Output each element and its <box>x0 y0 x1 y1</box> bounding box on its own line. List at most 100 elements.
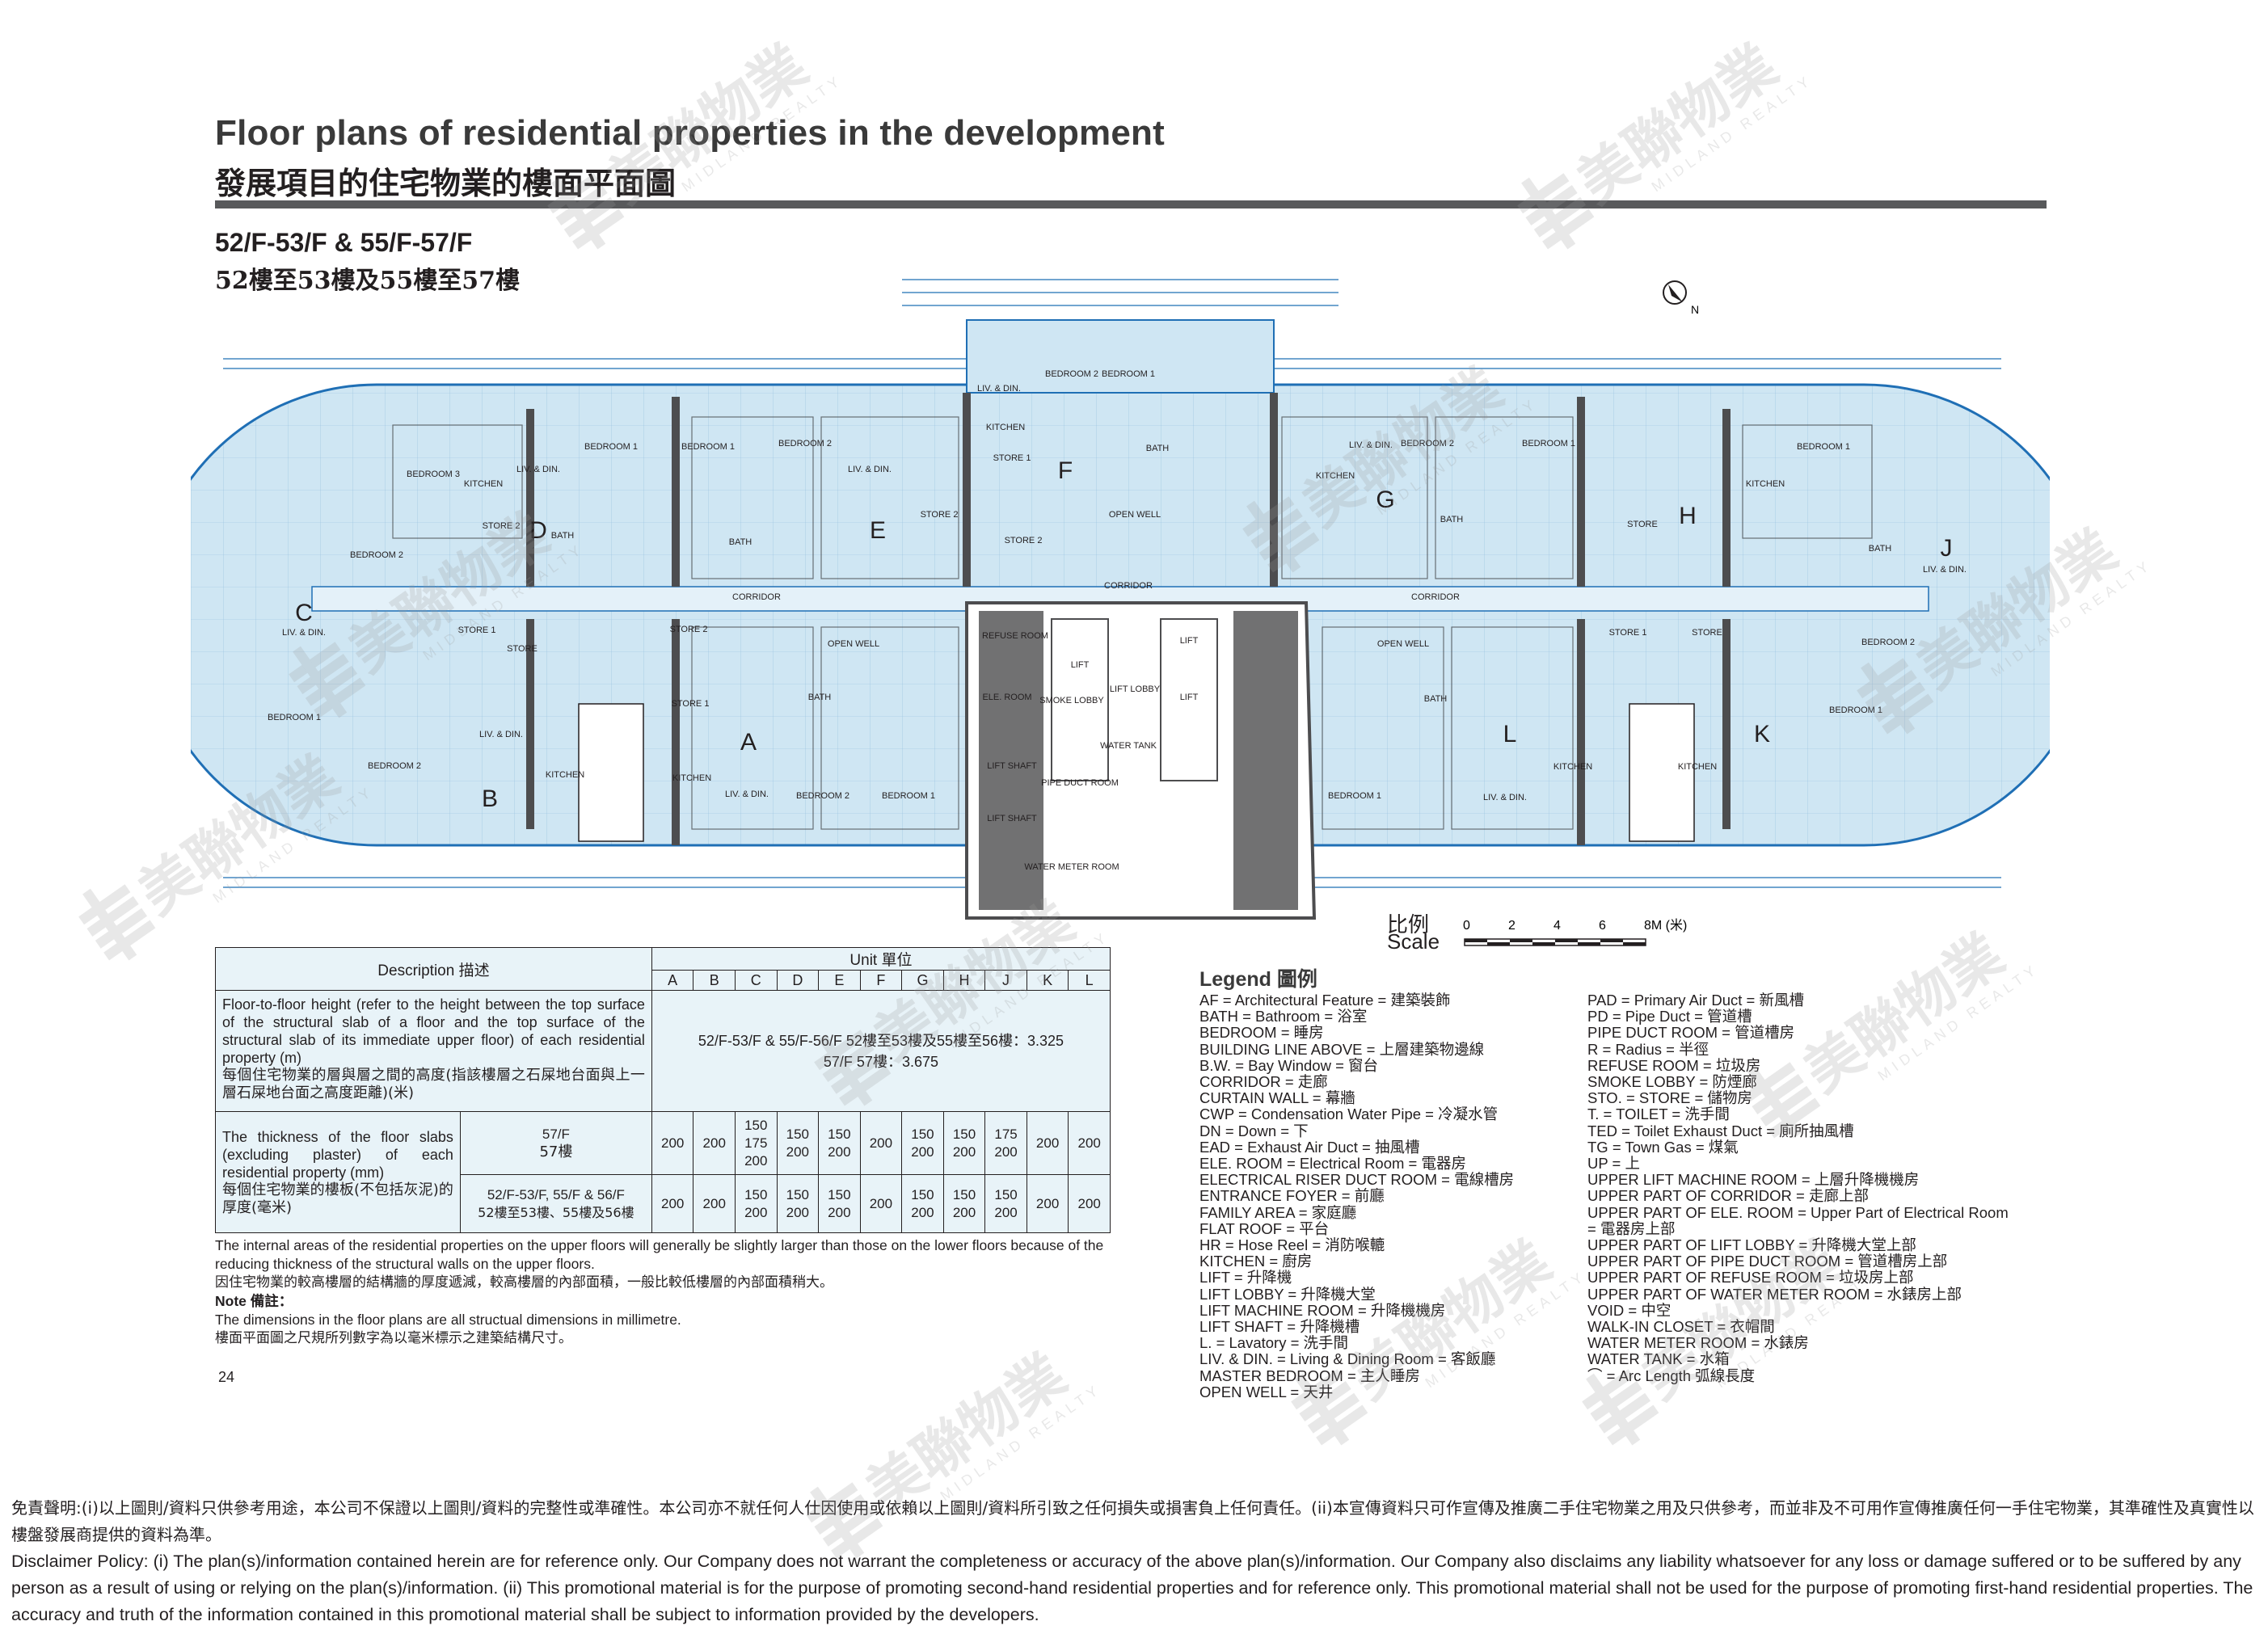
table-value-cell: 200 <box>693 1111 736 1175</box>
room-kitchen-label: KITCHEN <box>1746 479 1785 489</box>
legend-item: STO. = STORE = 儲物房 <box>1587 1089 1752 1107</box>
unit-label-j: J <box>1941 535 1953 562</box>
room-bedroom-label: BEDROOM 2 <box>1401 439 1454 449</box>
table-value-cell: 200 <box>859 1174 903 1233</box>
room-store-label: STORE 2 <box>483 521 521 531</box>
floor-range-chinese: 52樓至53樓及55樓至57樓 <box>215 267 520 295</box>
unit-label-a: A <box>740 729 757 756</box>
legend-item: L. = Lavatory = 洗手間 <box>1199 1334 1349 1352</box>
legend-item: UPPER PART OF LIFT LOBBY = 升降機大堂上部 <box>1587 1236 1916 1254</box>
legend-item: PD = Pipe Duct = 管道槽 <box>1587 1008 1752 1025</box>
table-label-floor-height: Floor-to-floor height (refer to the heig… <box>215 990 652 1112</box>
room-bedroom-label: BEDROOM 2 <box>778 439 832 449</box>
page-number: 24 <box>218 1369 235 1385</box>
room-open-well-label: OPEN WELL <box>828 639 879 649</box>
table-label-slab-thickness: The thickness of the floor slabs (exclud… <box>215 1111 461 1233</box>
room-open-well-label: OPEN WELL <box>1377 639 1429 649</box>
note-dimensions-zh: 樓面平面圖之尺規所列數字為以毫米標示之建築結構尺寸。 <box>215 1330 572 1346</box>
table-cell-floor-height: 52/F-53/F & 55/F-56/F 52樓至53樓及55樓至56樓：3.… <box>651 990 1111 1112</box>
table-value-cell: 200 <box>859 1111 903 1175</box>
unit-label-h: H <box>1679 503 1697 529</box>
floor-height-value-upper: 57/F 57樓：3.675 <box>823 1053 938 1070</box>
room-smoke-lobby-label: SMOKE LOBBY <box>1039 696 1104 705</box>
room-bedroom-label: BEDROOM 2 <box>1861 638 1915 647</box>
table-value-cell: 200 <box>1068 1111 1111 1175</box>
room-store-label: STORE 2 <box>921 510 959 520</box>
room-bedroom-label: BEDROOM 2 <box>796 791 849 801</box>
legend-item: LIFT SHAFT = 升降機槽 <box>1199 1318 1360 1336</box>
table-unit-cell: J <box>984 970 1027 991</box>
legend-item: MASTER BEDROOM = 主人睡房 <box>1199 1367 1420 1384</box>
unit-label-g: G <box>1376 486 1394 513</box>
disclaimer: 免責聲明:(i)以上圖則/資料只供參考用途，本公司不保證以上圖則/資料的完整性或… <box>11 1495 2258 1628</box>
scale-label-chinese: 比例 <box>1387 912 1430 937</box>
floor-range: 52/F-53/F & 55/F-57/F <box>215 228 473 257</box>
legend-item: UPPER PART OF CORRIDOR = 走廊上部 <box>1587 1187 1869 1205</box>
legend-item: LIV. & DIN. = Living & Dining Room = 客飯廳 <box>1199 1350 1496 1368</box>
table-row-units: A B C D E F G H J K L <box>216 970 1111 991</box>
legend-item: WATER METER ROOM = 水錶房 <box>1587 1334 1809 1352</box>
legend-item: UPPER PART OF ELE. ROOM = Upper Part of … <box>1587 1203 2009 1221</box>
table-row-floor-height: Floor-to-floor height (refer to the heig… <box>215 990 1111 1112</box>
legend-item: DN = Down = 下 <box>1199 1122 1309 1139</box>
scale-label: Scale <box>1387 929 1440 954</box>
legend-item: WATER TANK = 水箱 <box>1587 1350 1730 1368</box>
unit-label-e: E <box>870 517 886 544</box>
room-open-well-label: OPEN WELL <box>1109 510 1161 520</box>
table-value-cell: 150 200 <box>776 1174 820 1233</box>
floor-height-label-en: Floor-to-floor height (refer to the heig… <box>222 996 645 1066</box>
legend-item: FLAT ROOF = 平台 <box>1199 1219 1330 1237</box>
room-bedroom-label: BEDROOM 3 <box>407 470 460 479</box>
slab-floor-lower-en: 52/F-53/F, 55/F & 56/F <box>487 1186 625 1202</box>
table-value-cell: 150 200 <box>735 1174 778 1233</box>
legend-item: ELECTRICAL RISER DUCT ROOM = 電線槽房 <box>1199 1171 1515 1189</box>
room-liv-din-label: LIV. & DIN. <box>516 465 560 474</box>
svg-text:0: 0 <box>1463 919 1470 933</box>
table-value-cell: 200 <box>651 1111 694 1175</box>
floor-plan: A B C D E F G H J K L CORRIDOR CORRIDOR … <box>191 279 2050 920</box>
table-header-unit: Unit 單位 <box>651 947 1111 971</box>
room-bedroom-label: BEDROOM 2 <box>1045 369 1098 379</box>
room-bath-label: BATH <box>1440 515 1464 524</box>
table-unit-cell: G <box>901 970 944 991</box>
note-internal-area-en: The internal areas of the residential pr… <box>215 1237 1104 1272</box>
floor-height-value-lower: 52/F-53/F & 55/F-56/F 52樓至53樓及55樓至56樓：3.… <box>698 1032 1064 1049</box>
legend-item: UPPER PART OF REFUSE ROOM = 垃圾房上部 <box>1587 1269 1914 1287</box>
legend-item: UPPER PART OF PIPE DUCT ROOM = 管道槽房上部 <box>1587 1253 1948 1270</box>
table-value-cell: 150 200 <box>901 1111 944 1175</box>
legend-item: = 電器房上部 <box>1587 1219 1676 1237</box>
slab-floor-57f-en: 57/F <box>542 1126 570 1142</box>
legend-item: B.W. = Bay Window = 窗台 <box>1199 1056 1379 1074</box>
room-kitchen-label: KITCHEN <box>672 773 711 783</box>
legend-item: WALK-IN CLOSET = 衣帽間 <box>1587 1318 1775 1336</box>
table-value-cell: 200 <box>651 1174 694 1233</box>
room-corridor-label: CORRIDOR <box>732 592 781 602</box>
room-bath-label: BATH <box>1869 544 1892 554</box>
room-bedroom-label: BEDROOM 1 <box>1829 705 1882 715</box>
room-lift-label: LIFT <box>1071 660 1090 670</box>
note-label: Note 備註： <box>215 1293 293 1309</box>
legend-item: EAD = Exhaust Air Duct = 抽風槽 <box>1199 1138 1420 1156</box>
legend-item: BATH = Bathroom = 浴室 <box>1199 1008 1368 1025</box>
table-value-cell: 150 200 <box>984 1174 1027 1233</box>
room-bath-label: BATH <box>729 537 752 547</box>
table-value-cell: 200 <box>693 1174 736 1233</box>
legend-item: TED = Toilet Exhaust Duct = 廁所抽風槽 <box>1587 1122 1854 1139</box>
legend-item: VOID = 中空 <box>1587 1301 1671 1319</box>
table-floor-cell: 57/F 57樓 <box>459 1111 652 1175</box>
room-kitchen-label: KITCHEN <box>1316 471 1355 481</box>
unit-label-l: L <box>1503 721 1517 748</box>
room-store-label: STORE 2 <box>1005 536 1043 545</box>
legend-item: LIFT = 升降機 <box>1199 1269 1292 1287</box>
room-lift-lobby-label: LIFT LOBBY <box>1110 684 1161 694</box>
disclaimer-chinese: 免責聲明:(i)以上圖則/資料只供參考用途，本公司不保證以上圖則/資料的完整性或… <box>11 1498 2254 1544</box>
room-bedroom-label: BEDROOM 1 <box>584 442 638 452</box>
legend-title: Legend 圖例 <box>1199 968 1317 991</box>
disclaimer-english: Disclaimer Policy: (i) The plan(s)/infor… <box>11 1552 2253 1624</box>
table-unit-cell: C <box>735 970 778 991</box>
room-store-label: STORE <box>1627 520 1658 529</box>
room-bath-label: BATH <box>1146 444 1170 453</box>
table-value-cell: 150 200 <box>942 1174 986 1233</box>
